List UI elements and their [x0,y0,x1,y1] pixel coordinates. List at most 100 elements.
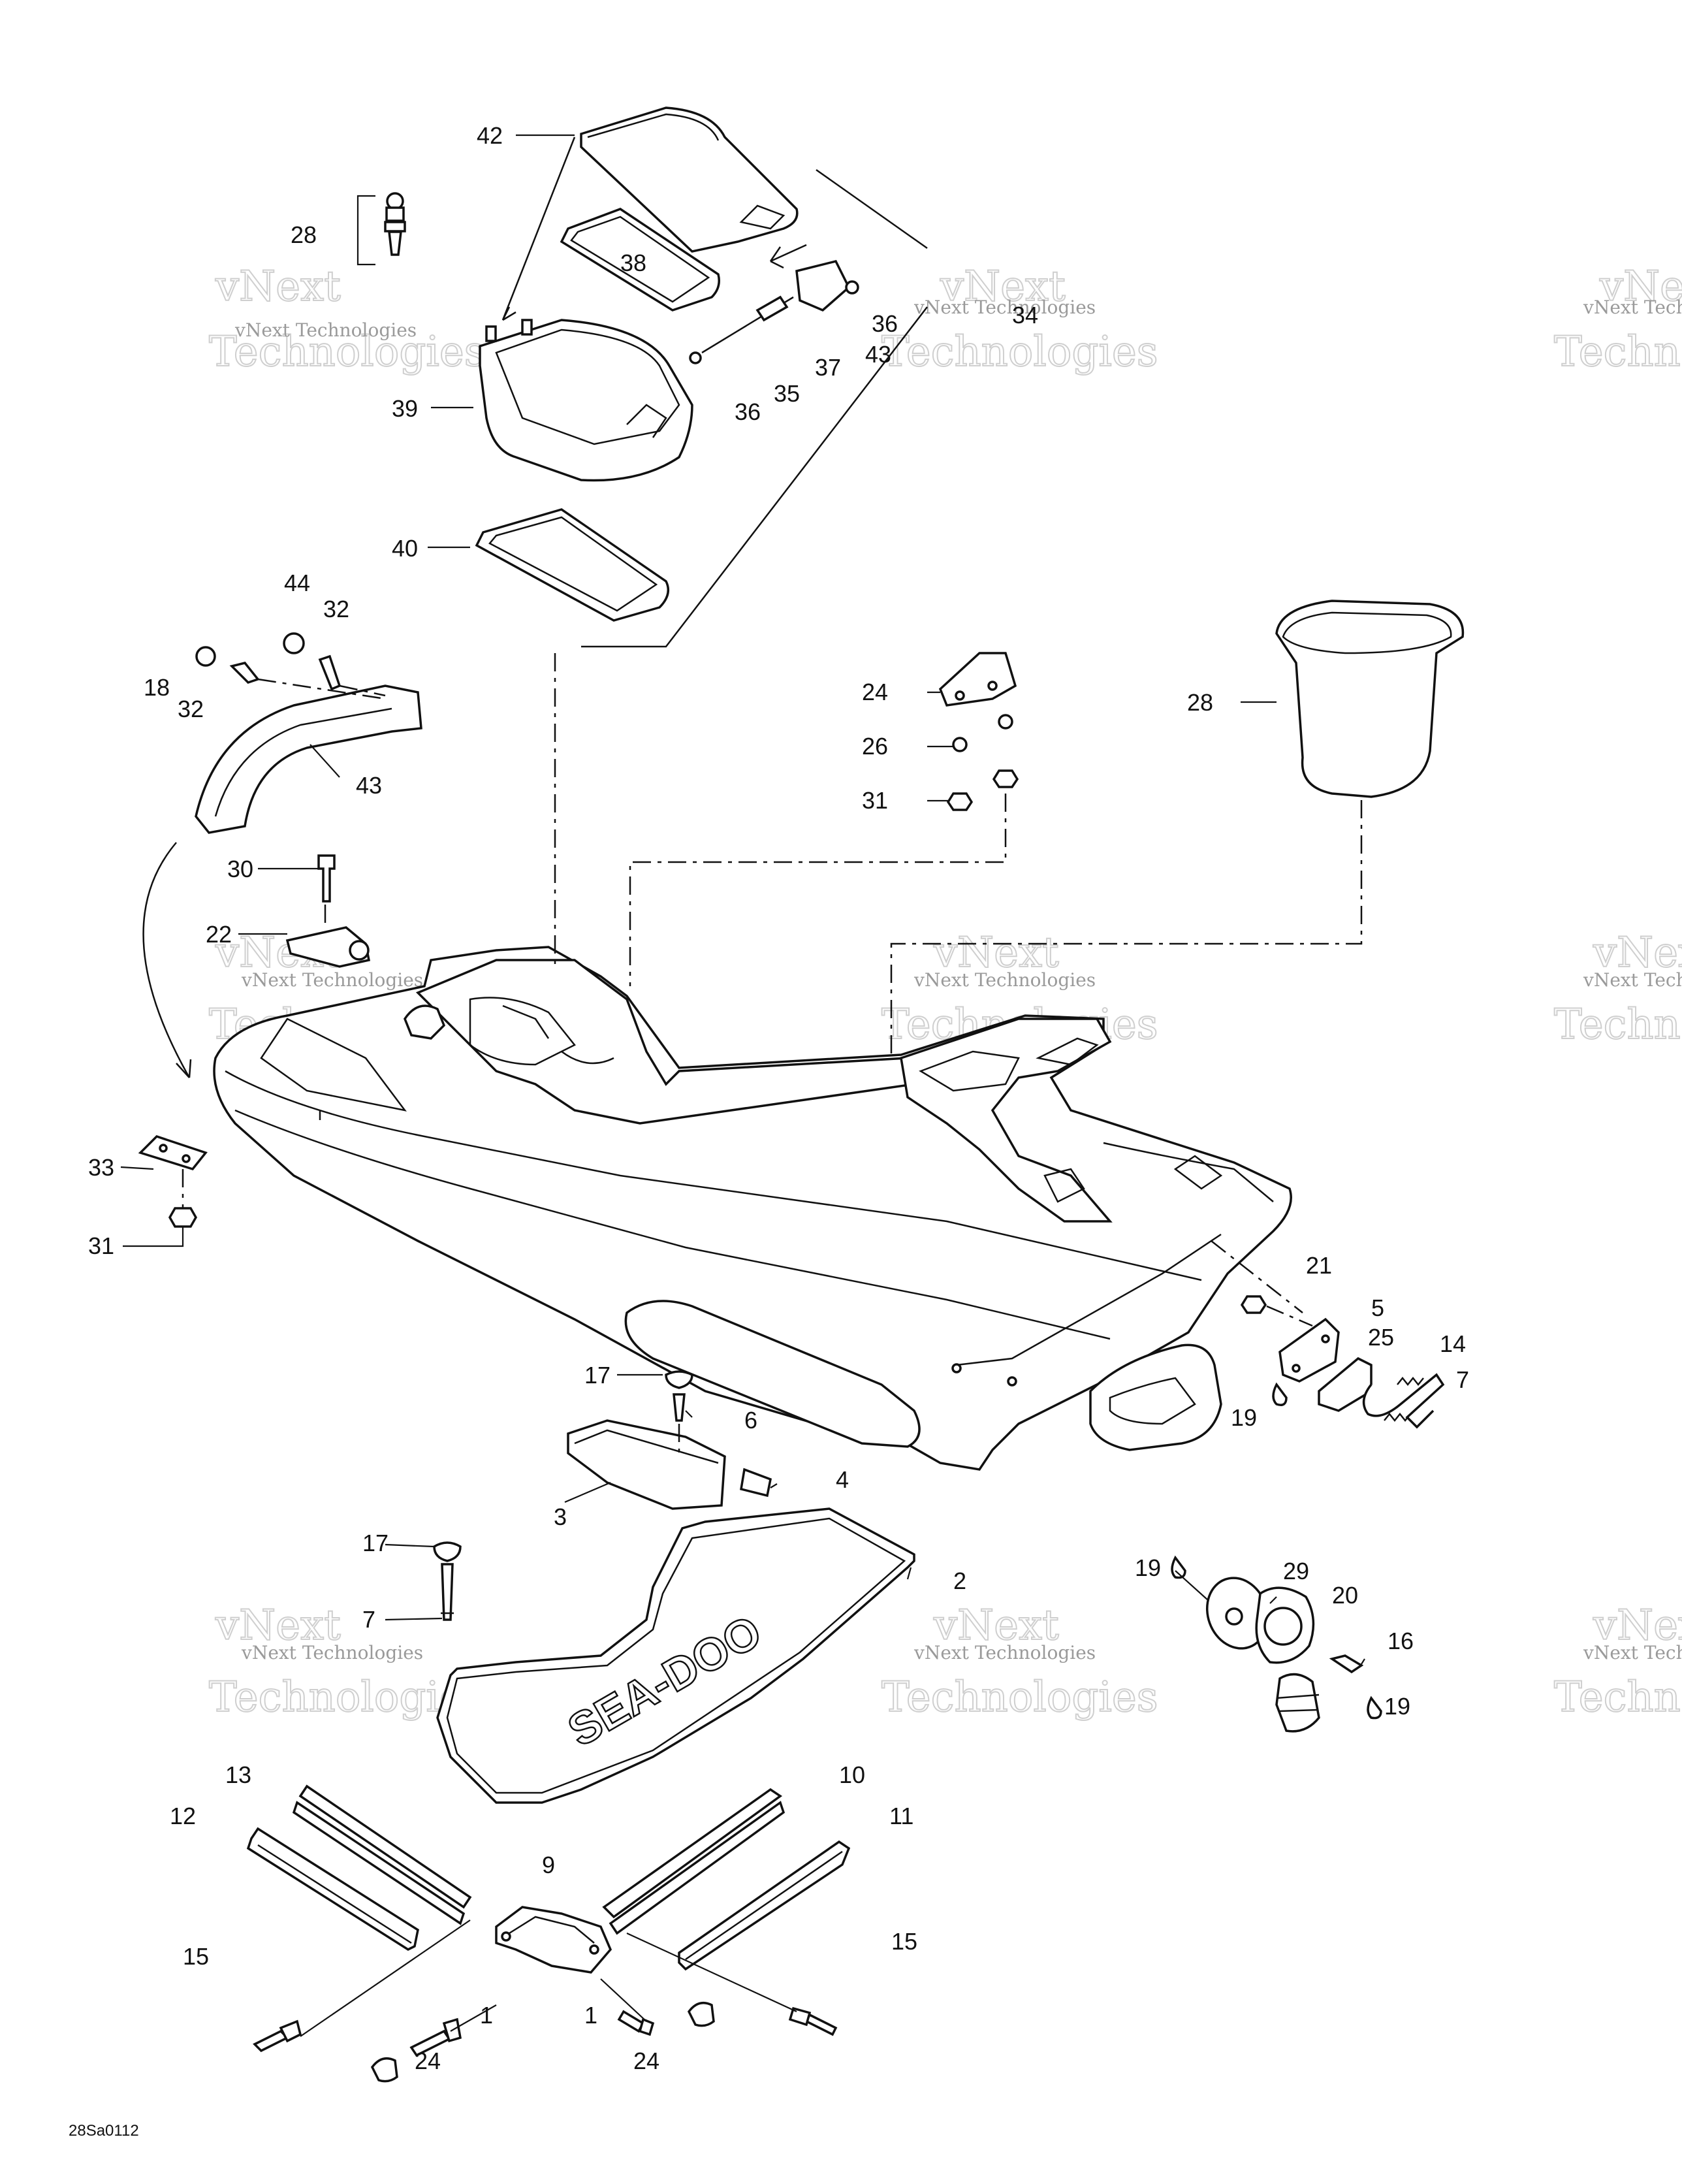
glove-box-28 [890,600,1465,1078]
svg-text:vNext: vNext [933,1601,1059,1650]
callout-34: 34 [1012,302,1038,329]
watermark-group: vNext Technologies vNext Technologies vN… [208,262,1682,1722]
svg-text:vNext: vNext [1593,1601,1682,1650]
nut-31c [168,1207,198,1228]
callout-19c: 19 [1384,1693,1410,1720]
callout-25: 25 [1368,1324,1394,1351]
watermark-low-right: vNext Technologies vNext Technologies [1553,1601,1682,1722]
screw-16 [1329,1654,1364,1674]
nut-31a [946,792,974,811]
callout-15b: 15 [891,1928,917,1955]
bracket-22 [285,926,371,968]
bracket-assembly-23 [629,652,1019,986]
callout-1a: 1 [480,2002,493,2029]
callout-19b: 19 [1135,1554,1161,1581]
svg-text:Technologies: Technologies [881,1673,1158,1722]
callout-8: 7 [1456,1366,1469,1393]
callout-17b: 17 [362,1530,389,1556]
svg-text:Technologies: Technologies [881,328,1158,376]
callout-32a: 32 [178,696,204,722]
drop-19a [1272,1382,1288,1406]
nut-44 [283,632,305,654]
watermark-small: vNext Technologies [234,319,417,341]
sponson [624,1300,921,1448]
callout-1b: 1 [584,2002,597,2029]
watercraft-body [213,653,1303,1471]
callout-24a: 24 [415,2048,441,2074]
left-plate-assembly [138,1110,321,1228]
watermark-mid-right: vNext Technologies vNext Technologies [1553,928,1682,1050]
cap-24b [687,2001,715,2027]
callout-31c: 31 [88,1232,114,1259]
washer-36a [689,351,702,364]
svg-text:vNext Technologies: vNext Technologies [1583,969,1682,991]
callout-35: 35 [774,380,800,407]
callout-21: 21 [1306,1252,1332,1279]
callout-16: 16 [1388,1628,1414,1654]
rivet-6 [673,1393,686,1422]
svg-text:vNext: vNext [215,1601,341,1650]
plate-5 [1278,1317,1340,1383]
tow-eye-8 [1362,1373,1445,1429]
rail-13 [298,1784,472,1909]
callout-12: 12 [170,1803,196,1829]
callout-37: 37 [815,354,841,381]
washer-26b [998,714,1013,730]
gasket-40 [475,508,670,622]
rivet-7 [441,1563,454,1621]
svg-text:vNext: vNext [940,263,1066,311]
callout-30: 30 [227,856,253,882]
svg-text:vNext Technologies: vNext Technologies [1583,1642,1682,1663]
bolt-32a [229,662,260,684]
bolt-32b [318,654,341,691]
leader-lines [120,134,1365,1665]
callout-38: 38 [620,249,646,276]
callout-9: 9 [542,1852,555,1878]
drop-19b [1171,1555,1186,1579]
callout-6: 6 [744,1407,757,1434]
svg-text:vNext Technologies: vNext Technologies [241,969,423,991]
rail-10 [602,1788,783,1919]
callout-10: 10 [839,1761,865,1788]
handle-43 [195,684,422,834]
callout-41: 42 [477,122,503,149]
watermark-low-mid: vNext Technologies vNext Technologies [881,1601,1159,1722]
dash-console [900,1018,1113,1223]
cap-24a [370,2057,398,2083]
callout-15a: 15 [183,1943,209,1970]
svg-text:vNext Technologies: vNext Technologies [913,969,1096,991]
plate-33 [138,1134,208,1171]
callout-32b: 32 [323,596,349,622]
svg-text:vNext Technologies: vNext Technologies [913,1642,1096,1663]
callout-33: 33 [88,1154,114,1181]
callout-40: 40 [392,535,418,562]
storage-bin-assembly [475,106,928,648]
spring-14 [1397,1376,1424,1387]
callout-27: 28 [291,221,317,248]
bracket-23 [938,652,1017,707]
callout-44: 44 [284,570,310,596]
rivet-1b [617,2010,645,2033]
drop-19c [1367,1695,1382,1720]
grab-handle-assembly [142,632,422,1078]
callout-13: 13 [225,1761,251,1788]
rail-13-base [292,1801,466,1925]
nut-31b [992,769,1019,788]
nut-21 [1240,1295,1267,1314]
svg-text:vNext Technologies: vNext Technologies [241,1642,423,1663]
callout-labels: 42 28 38 36 34 43 37 35 36 39 40 44 32 1… [69,122,1469,2140]
callout-5: 5 [1371,1294,1384,1321]
rail-assembly [246,1784,851,2083]
watermark-top-left: vNext Technologies vNext Technologies [208,262,486,377]
fuel-cap [404,1004,446,1040]
svg-text:Technologies: Technologies [1554,1001,1682,1049]
callout-18: 18 [144,674,170,701]
svg-text:vNext Technologies: vNext Technologies [913,297,1096,318]
svg-text:Technologies: Technologies [1554,328,1682,376]
nut-18 [195,646,216,667]
callout-43: 43 [356,772,382,799]
bolt-30 [317,854,336,903]
callout-4: 4 [836,1466,849,1493]
mat-3 [567,1419,726,1510]
